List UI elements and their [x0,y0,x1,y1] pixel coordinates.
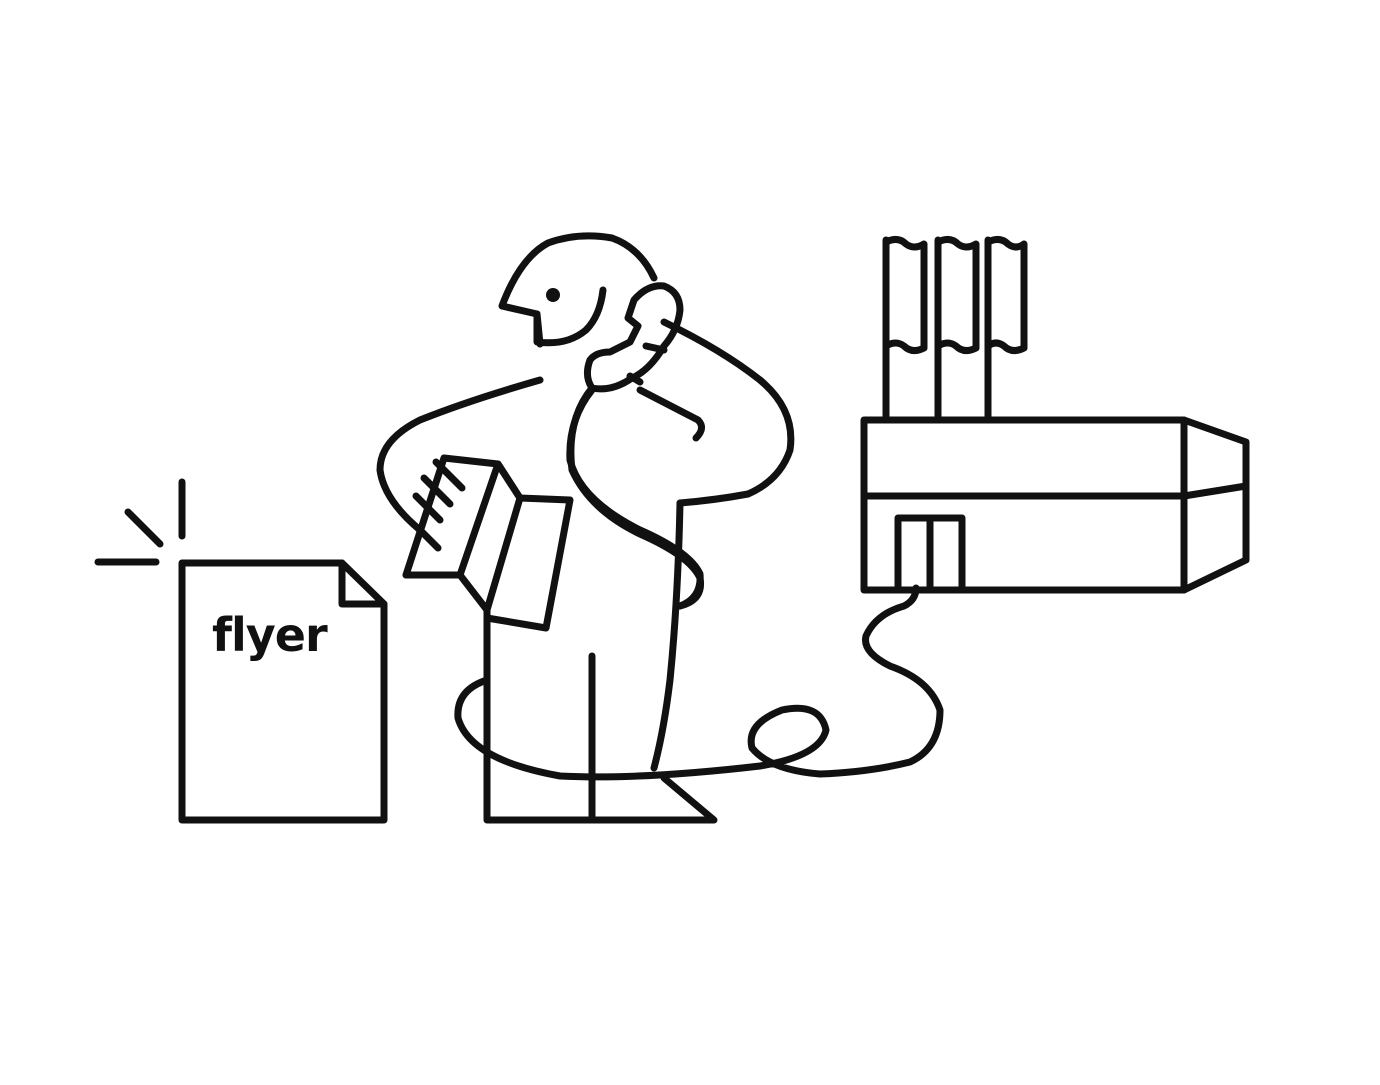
eye-icon [546,288,560,302]
flyer-document-icon [178,559,388,824]
store-building-icon [860,416,1250,594]
cardboard-box-icon [402,454,574,632]
flag-icon [882,235,1028,424]
flyer-label: flyer [212,608,328,662]
attention-burst-icon [94,478,186,566]
phone-cord-icon [454,384,944,781]
person-on-phone-icon [376,232,795,824]
